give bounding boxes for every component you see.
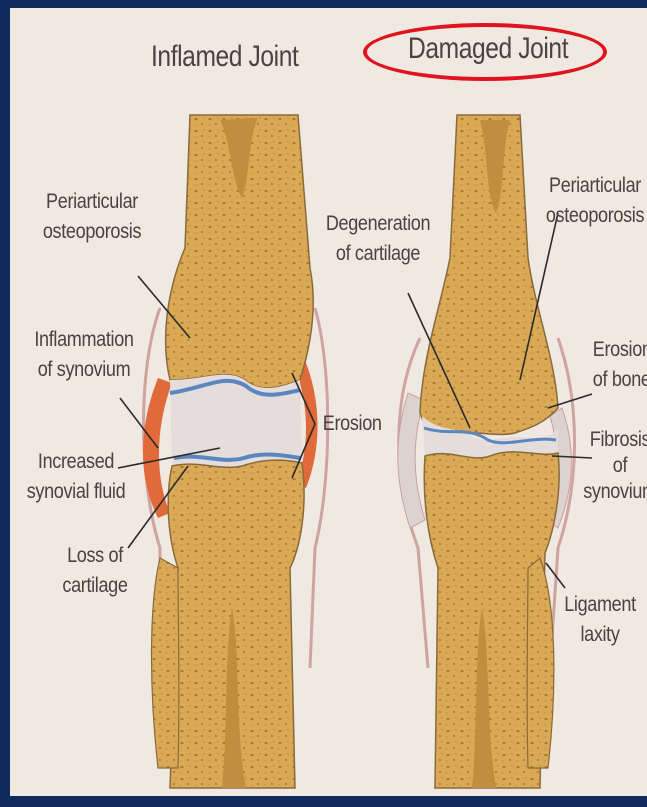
label-fibrosis-of-synovium: Fibrosis of synovium xyxy=(577,428,647,504)
label-inflammation-of-synovium: Inflammation of synovium xyxy=(24,328,144,382)
label-periarticular-osteoporosis-right: Periarticular osteoporosis xyxy=(539,174,647,228)
label-erosion: Erosion xyxy=(323,412,382,436)
label-degeneration-of-cartilage: Degeneration of cartilage xyxy=(318,212,438,266)
title-damaged-joint: Damaged Joint xyxy=(408,32,568,66)
diagram-panel: Inflamed Joint Damaged Joint Periarticul… xyxy=(10,8,647,796)
label-erosion-of-bone: Erosion of bone xyxy=(593,338,647,392)
label-loss-of-cartilage: Loss of cartilage xyxy=(48,544,143,598)
label-ligament-laxity: Ligament laxity xyxy=(557,593,643,647)
label-increased-synovial-fluid: Increased synovial fluid xyxy=(19,450,133,504)
label-periarticular-osteoporosis-left: Periarticular osteoporosis xyxy=(32,190,152,244)
joint-illustration xyxy=(10,8,647,796)
title-inflamed-joint: Inflamed Joint xyxy=(151,40,298,74)
inflamed-joint-drawing xyxy=(143,115,328,788)
